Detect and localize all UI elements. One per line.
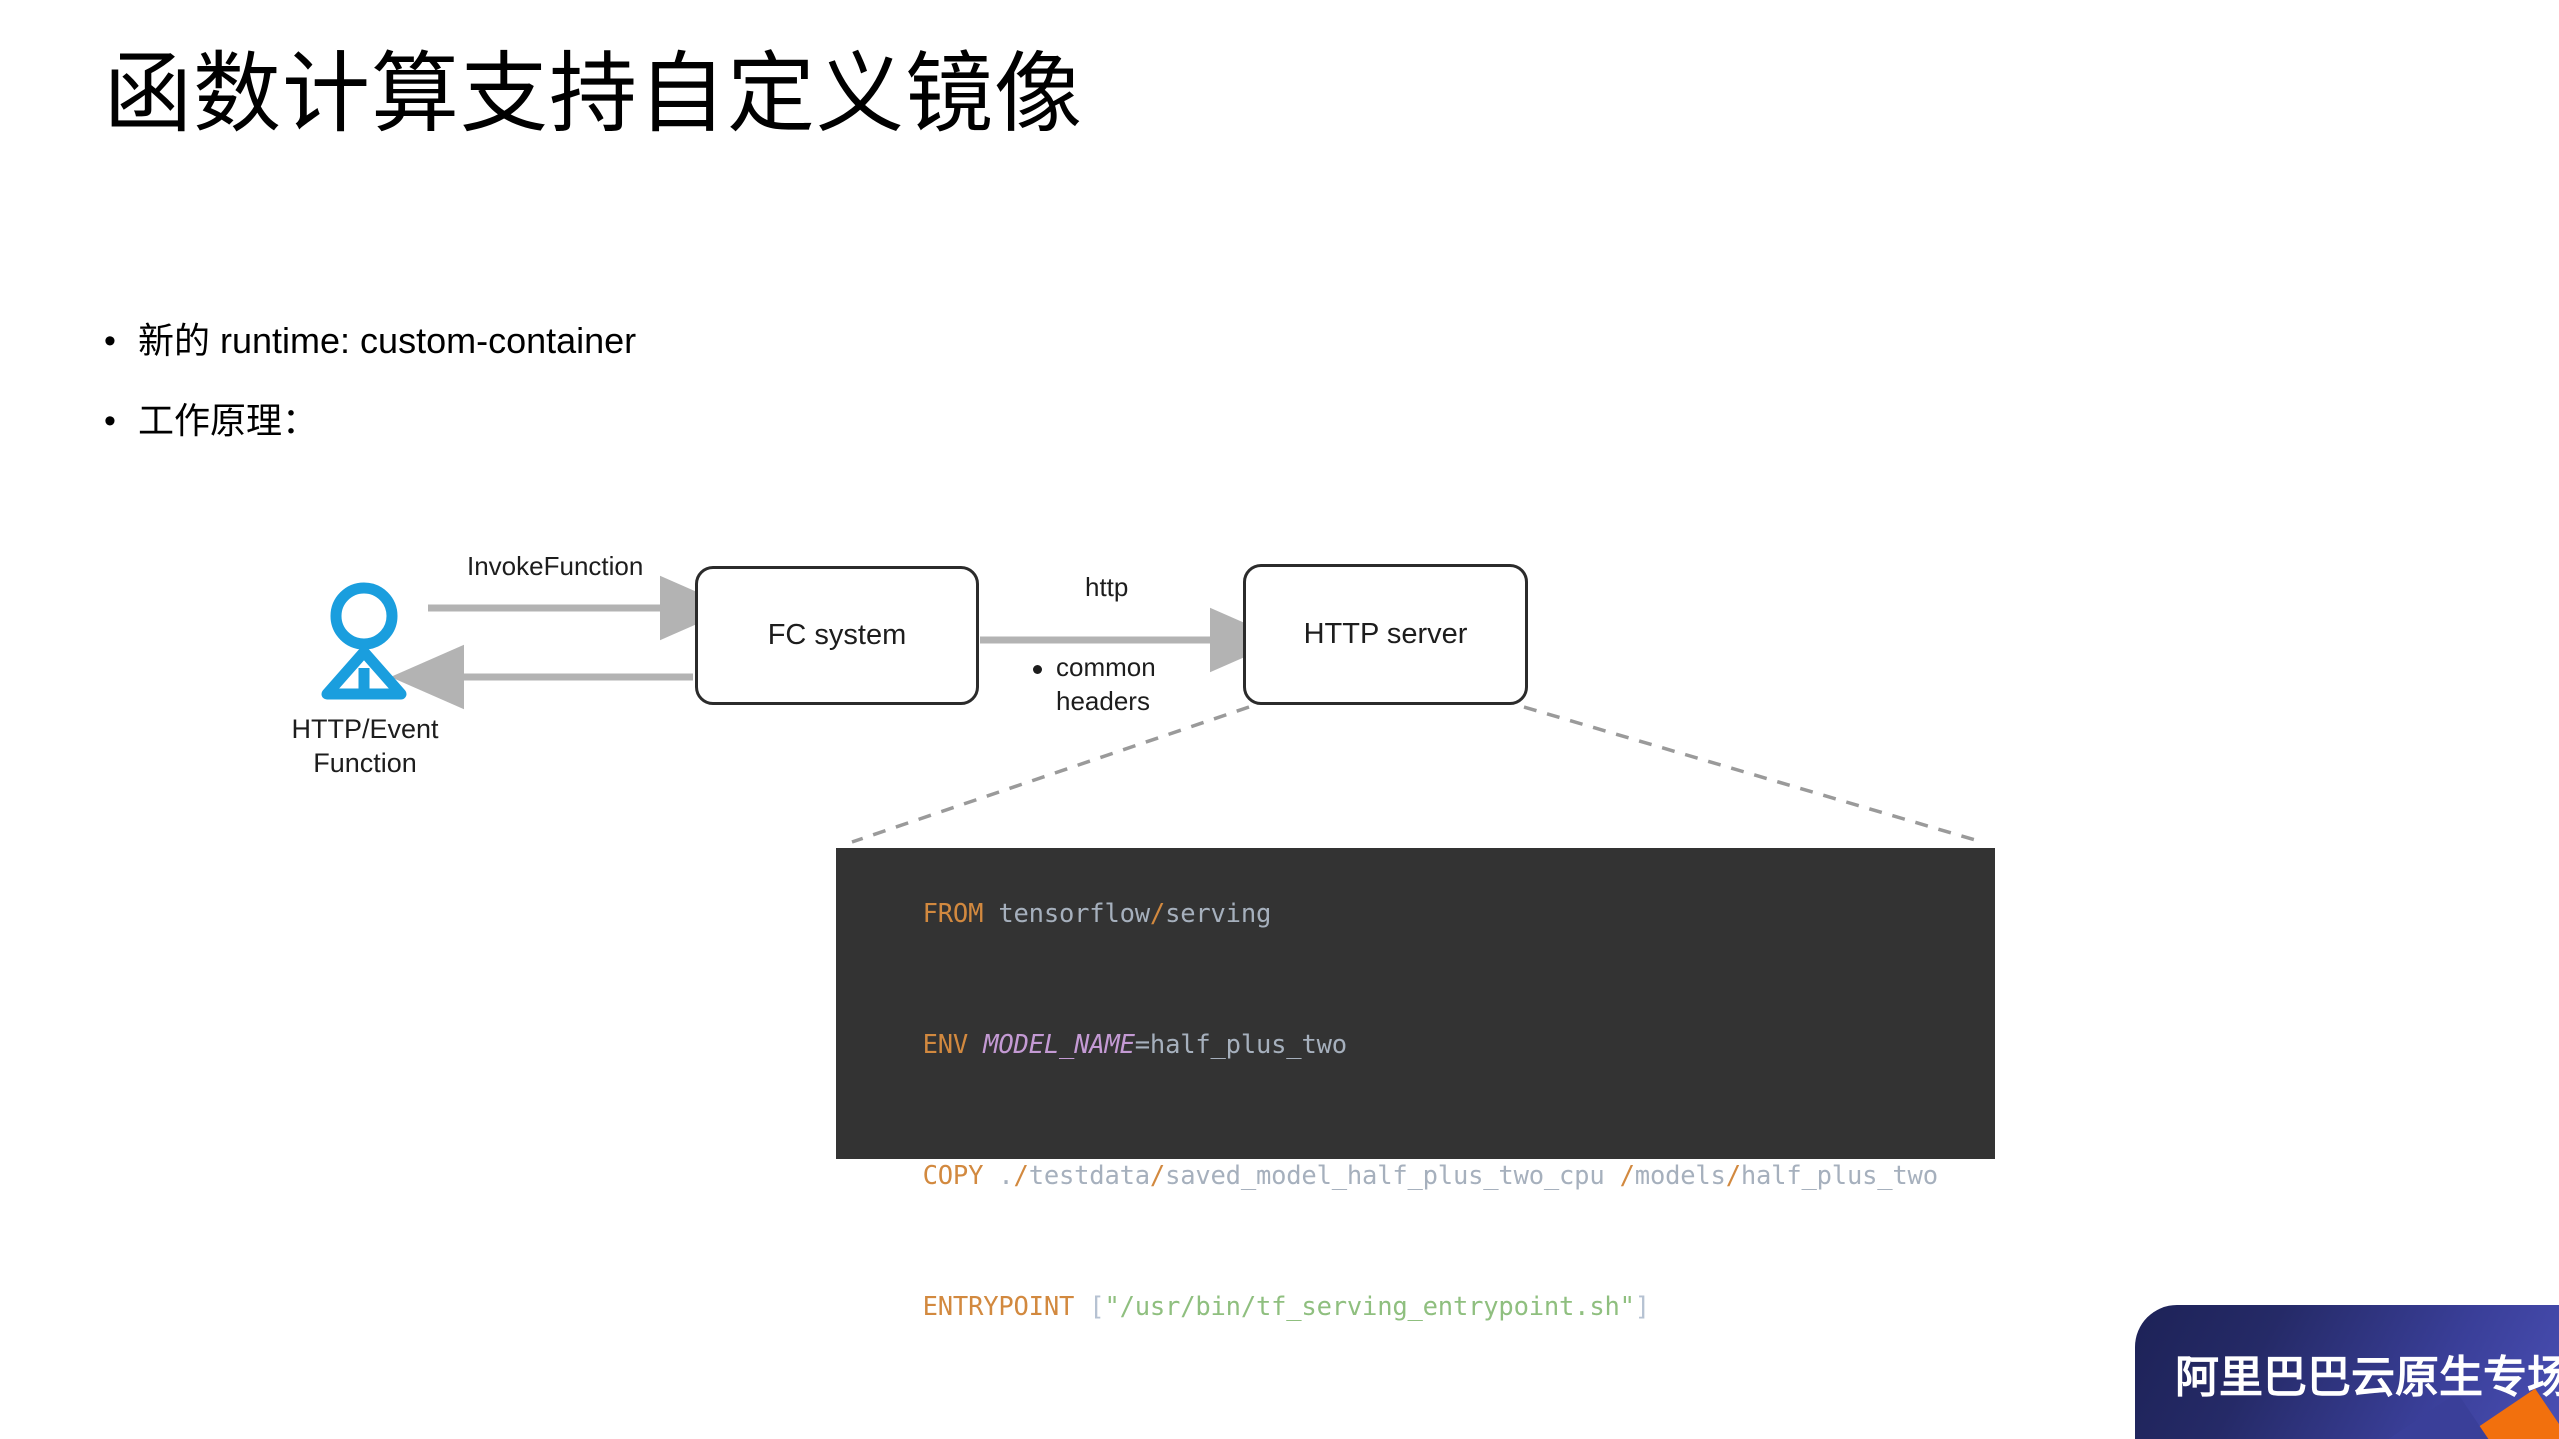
code-token-string: testdata: [1028, 1161, 1150, 1191]
code-token-string: serving: [1165, 899, 1272, 929]
bullet-list: • 新的 runtime: custom-container • 工作原理：: [104, 318, 1504, 478]
code-token-string: tensorflow: [998, 899, 1150, 929]
code-token-separator: /: [1013, 1161, 1029, 1191]
edge-label-invoke-function: InvokeFunction: [467, 551, 644, 581]
brand-badge: 阿里巴巴云原生专场: [2135, 1305, 2559, 1439]
code-token-string: half_plus_two: [1740, 1161, 1938, 1191]
code-block-dockerfile: FROM tensorflow/serving ENV MODEL_NAME=h…: [836, 848, 1995, 1321]
node-fc-system[interactable]: FC system: [695, 566, 979, 705]
annotation-bullet-icon: [1033, 665, 1042, 674]
code-line-from: FROM tensorflow/serving: [862, 874, 1995, 955]
code-token-string: .: [998, 1161, 1014, 1191]
code-token-keyword: COPY: [922, 1161, 984, 1191]
code-token-separator: /: [1725, 1161, 1741, 1191]
code-token-bracket: ]: [1634, 1292, 1650, 1322]
code-token-space: [968, 1030, 983, 1060]
code-token-space: [983, 1161, 998, 1191]
callout-dashed-lines: [851, 705, 1983, 844]
code-token-separator: /: [1619, 1161, 1635, 1191]
list-item: • 新的 runtime: custom-container: [104, 318, 1504, 364]
annotation-common-headers: common headers: [1033, 650, 1156, 718]
code-token-variable: MODEL_NAME: [983, 1030, 1135, 1060]
actor-label: HTTP/Event Function: [291, 714, 439, 778]
code-token-separator: /: [1149, 1161, 1166, 1191]
code-token-space: [1604, 1161, 1619, 1191]
code-token-separator: /: [1149, 899, 1166, 929]
code-line-env: ENV MODEL_NAME=half_plus_two: [862, 1005, 1995, 1086]
code-token-keyword: ENTRYPOINT: [922, 1292, 1075, 1322]
badge-label: 阿里巴巴云原生专场: [2175, 1353, 2559, 1402]
bullet-text: 新的 runtime: custom-container: [138, 320, 637, 361]
bullet-marker-icon: •: [104, 322, 116, 360]
page-title: 函数计算支持自定义镜像: [104, 44, 1084, 143]
code-line-copy: COPY ./testdata/saved_model_half_plus_tw…: [862, 1136, 1995, 1217]
user-icon: [303, 578, 425, 700]
annotation-text: common headers: [1056, 652, 1156, 716]
code-token-string: models: [1634, 1161, 1726, 1191]
edge-label-http: http: [1085, 572, 1129, 602]
code-token-keyword: ENV: [922, 1030, 969, 1060]
code-line-entrypoint: ENTRYPOINT ["/usr/bin/tf_serving_entrypo…: [862, 1267, 1995, 1348]
code-token-space: [983, 899, 998, 929]
bullet-marker-icon: •: [104, 402, 116, 440]
code-token-keyword: FROM: [922, 899, 984, 929]
code-token-string: saved_model_half_plus_two_cpu: [1165, 1161, 1605, 1191]
code-token-space: [1074, 1292, 1089, 1322]
code-token-string: =half_plus_two: [1134, 1030, 1347, 1060]
node-http-server-label: HTTP server: [1303, 618, 1468, 650]
node-http-server[interactable]: HTTP server: [1243, 564, 1528, 705]
bullet-text: 工作原理：: [138, 400, 319, 441]
code-token-string-literal: "/usr/bin/tf_serving_entrypoint.sh": [1104, 1292, 1635, 1322]
node-fc-system-label: FC system: [767, 619, 907, 651]
list-item: • 工作原理：: [104, 398, 1504, 444]
code-token-bracket: [: [1089, 1292, 1105, 1322]
